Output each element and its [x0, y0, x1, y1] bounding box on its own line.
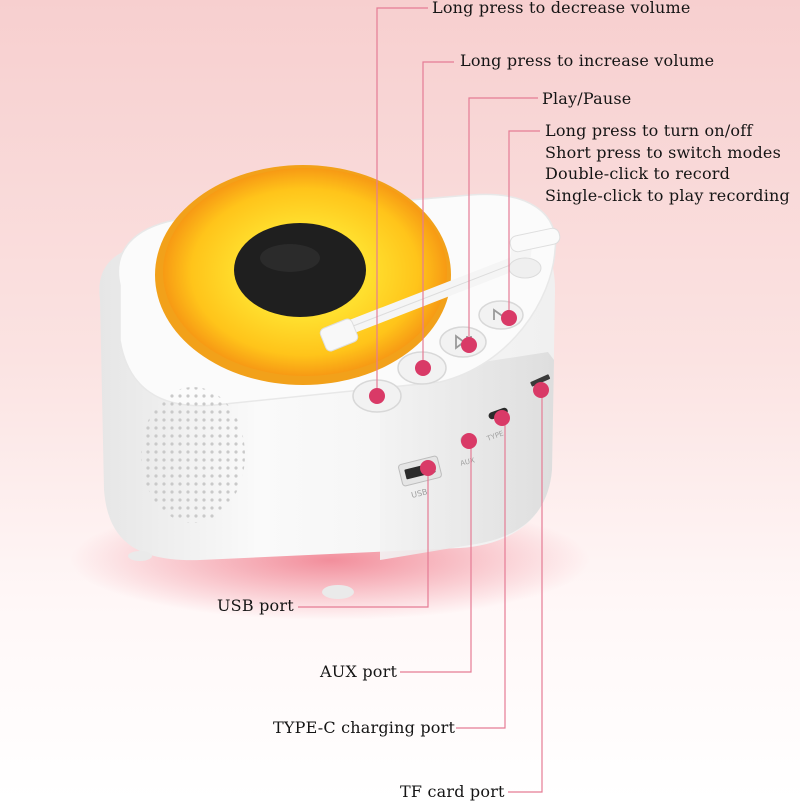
- dot-play-pause: [461, 337, 477, 353]
- label-tf-port: TF card port: [400, 782, 505, 801]
- callout-line-playpause: [468, 97, 538, 345]
- label-mode-line-2: Short press to switch modes: [545, 142, 782, 162]
- aux-marking: AUX: [459, 456, 475, 467]
- dot-typec: [494, 410, 510, 426]
- label-play-pause: Play/Pause: [542, 89, 632, 108]
- usb-marking: USB: [410, 487, 428, 500]
- dot-mode: [501, 310, 517, 326]
- callout-line-decrease: [376, 7, 428, 395]
- dot-volume-up: [415, 360, 431, 376]
- callout-line-typec: [456, 418, 506, 729]
- callout-line-usb: [298, 468, 429, 608]
- callout-line-mode: [508, 130, 540, 318]
- label-mode-line-1: Long press to turn on/off: [545, 121, 753, 140]
- disc: [155, 165, 451, 385]
- label-decrease-volume: Long press to decrease volume: [432, 0, 691, 17]
- callout-line-tf: [508, 390, 543, 793]
- device-foot-right: [322, 585, 354, 599]
- device-foot-left: [128, 551, 152, 561]
- label-mode-line-4: Single-click to play recording: [545, 185, 790, 205]
- dot-volume-down: [369, 388, 385, 404]
- device-right-face: [380, 352, 554, 560]
- dot-usb: [420, 460, 436, 476]
- label-increase-volume: Long press to increase volume: [460, 51, 715, 70]
- label-mode-line-3: Double-click to record: [545, 164, 731, 183]
- speaker-grille: [141, 387, 245, 523]
- label-typec-port: TYPE-C charging port: [273, 718, 456, 737]
- callout-line-aux: [400, 442, 472, 673]
- callout-line-increase: [422, 61, 454, 368]
- tonearm: [319, 227, 561, 352]
- dot-aux: [461, 433, 477, 449]
- tf-port: [530, 374, 551, 387]
- label-mode-instructions: Long press to turn on/off Short press to…: [545, 120, 790, 206]
- label-usb-port: USB port: [217, 596, 294, 615]
- disc-center: [234, 223, 366, 317]
- ports: USB AUX TYPE: [398, 374, 551, 500]
- callout-dots: [369, 310, 549, 476]
- label-aux-port: AUX port: [320, 662, 398, 681]
- speaker-device: USB AUX TYPE: [99, 165, 561, 599]
- callout-lines: [298, 7, 543, 793]
- dot-tf: [533, 382, 549, 398]
